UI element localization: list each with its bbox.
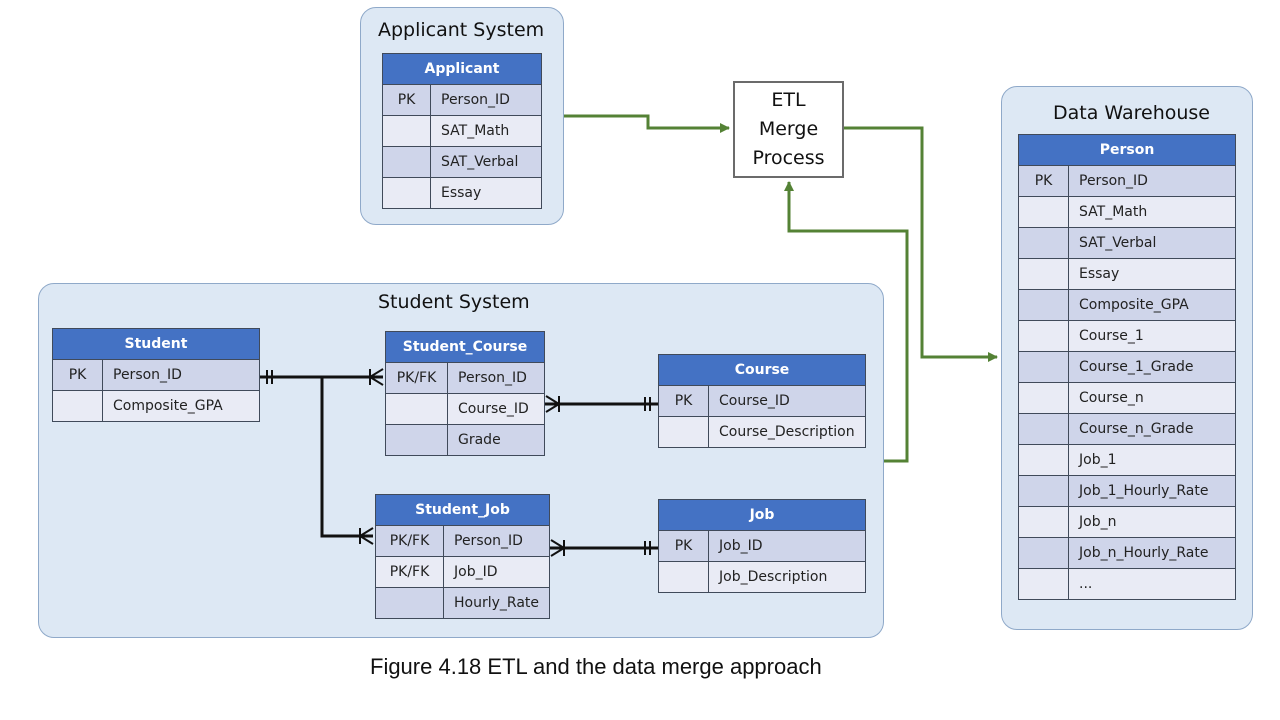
student-to-student-job-relationship (320, 377, 374, 545)
table-cell-field: SAT_Math (1068, 196, 1236, 228)
table-cell-field: Person_ID (447, 362, 545, 394)
table-cell-field: Person_ID (443, 525, 550, 557)
figure-caption: Figure 4.18 ETL and the data merge appro… (370, 654, 822, 679)
table-cell-field: Course_1_Grade (1068, 351, 1236, 383)
table-cell-key (658, 416, 709, 448)
table-cell-key (1018, 537, 1069, 569)
data-warehouse-title: Data Warehouse (1053, 102, 1211, 124)
course-table-header: Course (658, 354, 866, 386)
student-to-etl-arrow (784, 181, 909, 463)
table-cell-field: Grade (447, 424, 545, 456)
table-cell-key (1018, 258, 1069, 290)
job-table-header: Job (658, 499, 866, 531)
table-cell-key (385, 424, 448, 456)
table-cell-key (1018, 351, 1069, 383)
table-cell-field: Essay (430, 177, 542, 209)
table-cell-field: Job_1_Hourly_Rate (1068, 475, 1236, 507)
table-cell-key: PK (658, 385, 709, 417)
table-cell-key (1018, 196, 1069, 228)
table-cell-field: Job_n (1068, 506, 1236, 538)
applicant-system-title: Applicant System (378, 19, 545, 41)
table-cell-field: Course_ID (447, 393, 545, 425)
table-cell-field: Composite_GPA (102, 390, 260, 422)
table-cell-key (658, 561, 709, 593)
table-cell-key: PK/FK (375, 556, 444, 588)
table-cell-field: Job_ID (443, 556, 550, 588)
table-cell-field: Hourly_Rate (443, 587, 550, 619)
table-cell-field: Job_ID (708, 530, 866, 562)
etl-label-line: ETL (771, 89, 806, 111)
student-job-table-header: Student_Job (375, 494, 550, 526)
table-cell-field: Course_Description (708, 416, 866, 448)
student-system-title: Student System (378, 291, 530, 313)
table-cell-key (1018, 382, 1069, 414)
table-cell-key (1018, 289, 1069, 321)
student-job-to-job-relationship (550, 539, 658, 557)
table-cell-key (382, 146, 431, 178)
table-cell-field: ... (1068, 568, 1236, 600)
etl-to-warehouse-arrow (844, 126, 998, 362)
table-cell-field: Job_n_Hourly_Rate (1068, 537, 1236, 569)
table-cell-key (52, 390, 103, 422)
table-cell-key (1018, 506, 1069, 538)
table-cell-field: SAT_Verbal (1068, 227, 1236, 259)
etl-merge-process-box: ETL Merge Process (733, 81, 844, 178)
etl-label-line: Merge (758, 118, 819, 140)
table-cell-field: Person_ID (430, 84, 542, 116)
table-cell-key: PK (658, 530, 709, 562)
person-table-header: Person (1018, 134, 1236, 166)
table-cell-key (385, 393, 448, 425)
etl-label-line: Process (752, 147, 825, 169)
table-cell-field: Job_1 (1068, 444, 1236, 476)
table-cell-field: Person_ID (1068, 165, 1236, 197)
table-cell-field: SAT_Math (430, 115, 542, 147)
student-table-header: Student (52, 328, 260, 360)
table-cell-key: PK (382, 84, 431, 116)
table-cell-field: SAT_Verbal (430, 146, 542, 178)
table-cell-key: PK/FK (385, 362, 448, 394)
table-cell-key (1018, 568, 1069, 600)
table-cell-field: Course_ID (708, 385, 866, 417)
table-cell-field: Course_n_Grade (1068, 413, 1236, 445)
table-cell-field: Course_n (1068, 382, 1236, 414)
table-cell-key (1018, 413, 1069, 445)
table-cell-field: Job_Description (708, 561, 866, 593)
table-cell-key (1018, 444, 1069, 476)
table-cell-field: Course_1 (1068, 320, 1236, 352)
table-cell-key (375, 587, 444, 619)
table-cell-field: Person_ID (102, 359, 260, 391)
student-course-table-header: Student_Course (385, 331, 545, 363)
student-course-to-course-relationship (545, 395, 658, 413)
applicant-to-etl-arrow (564, 114, 730, 133)
table-cell-key (382, 177, 431, 209)
